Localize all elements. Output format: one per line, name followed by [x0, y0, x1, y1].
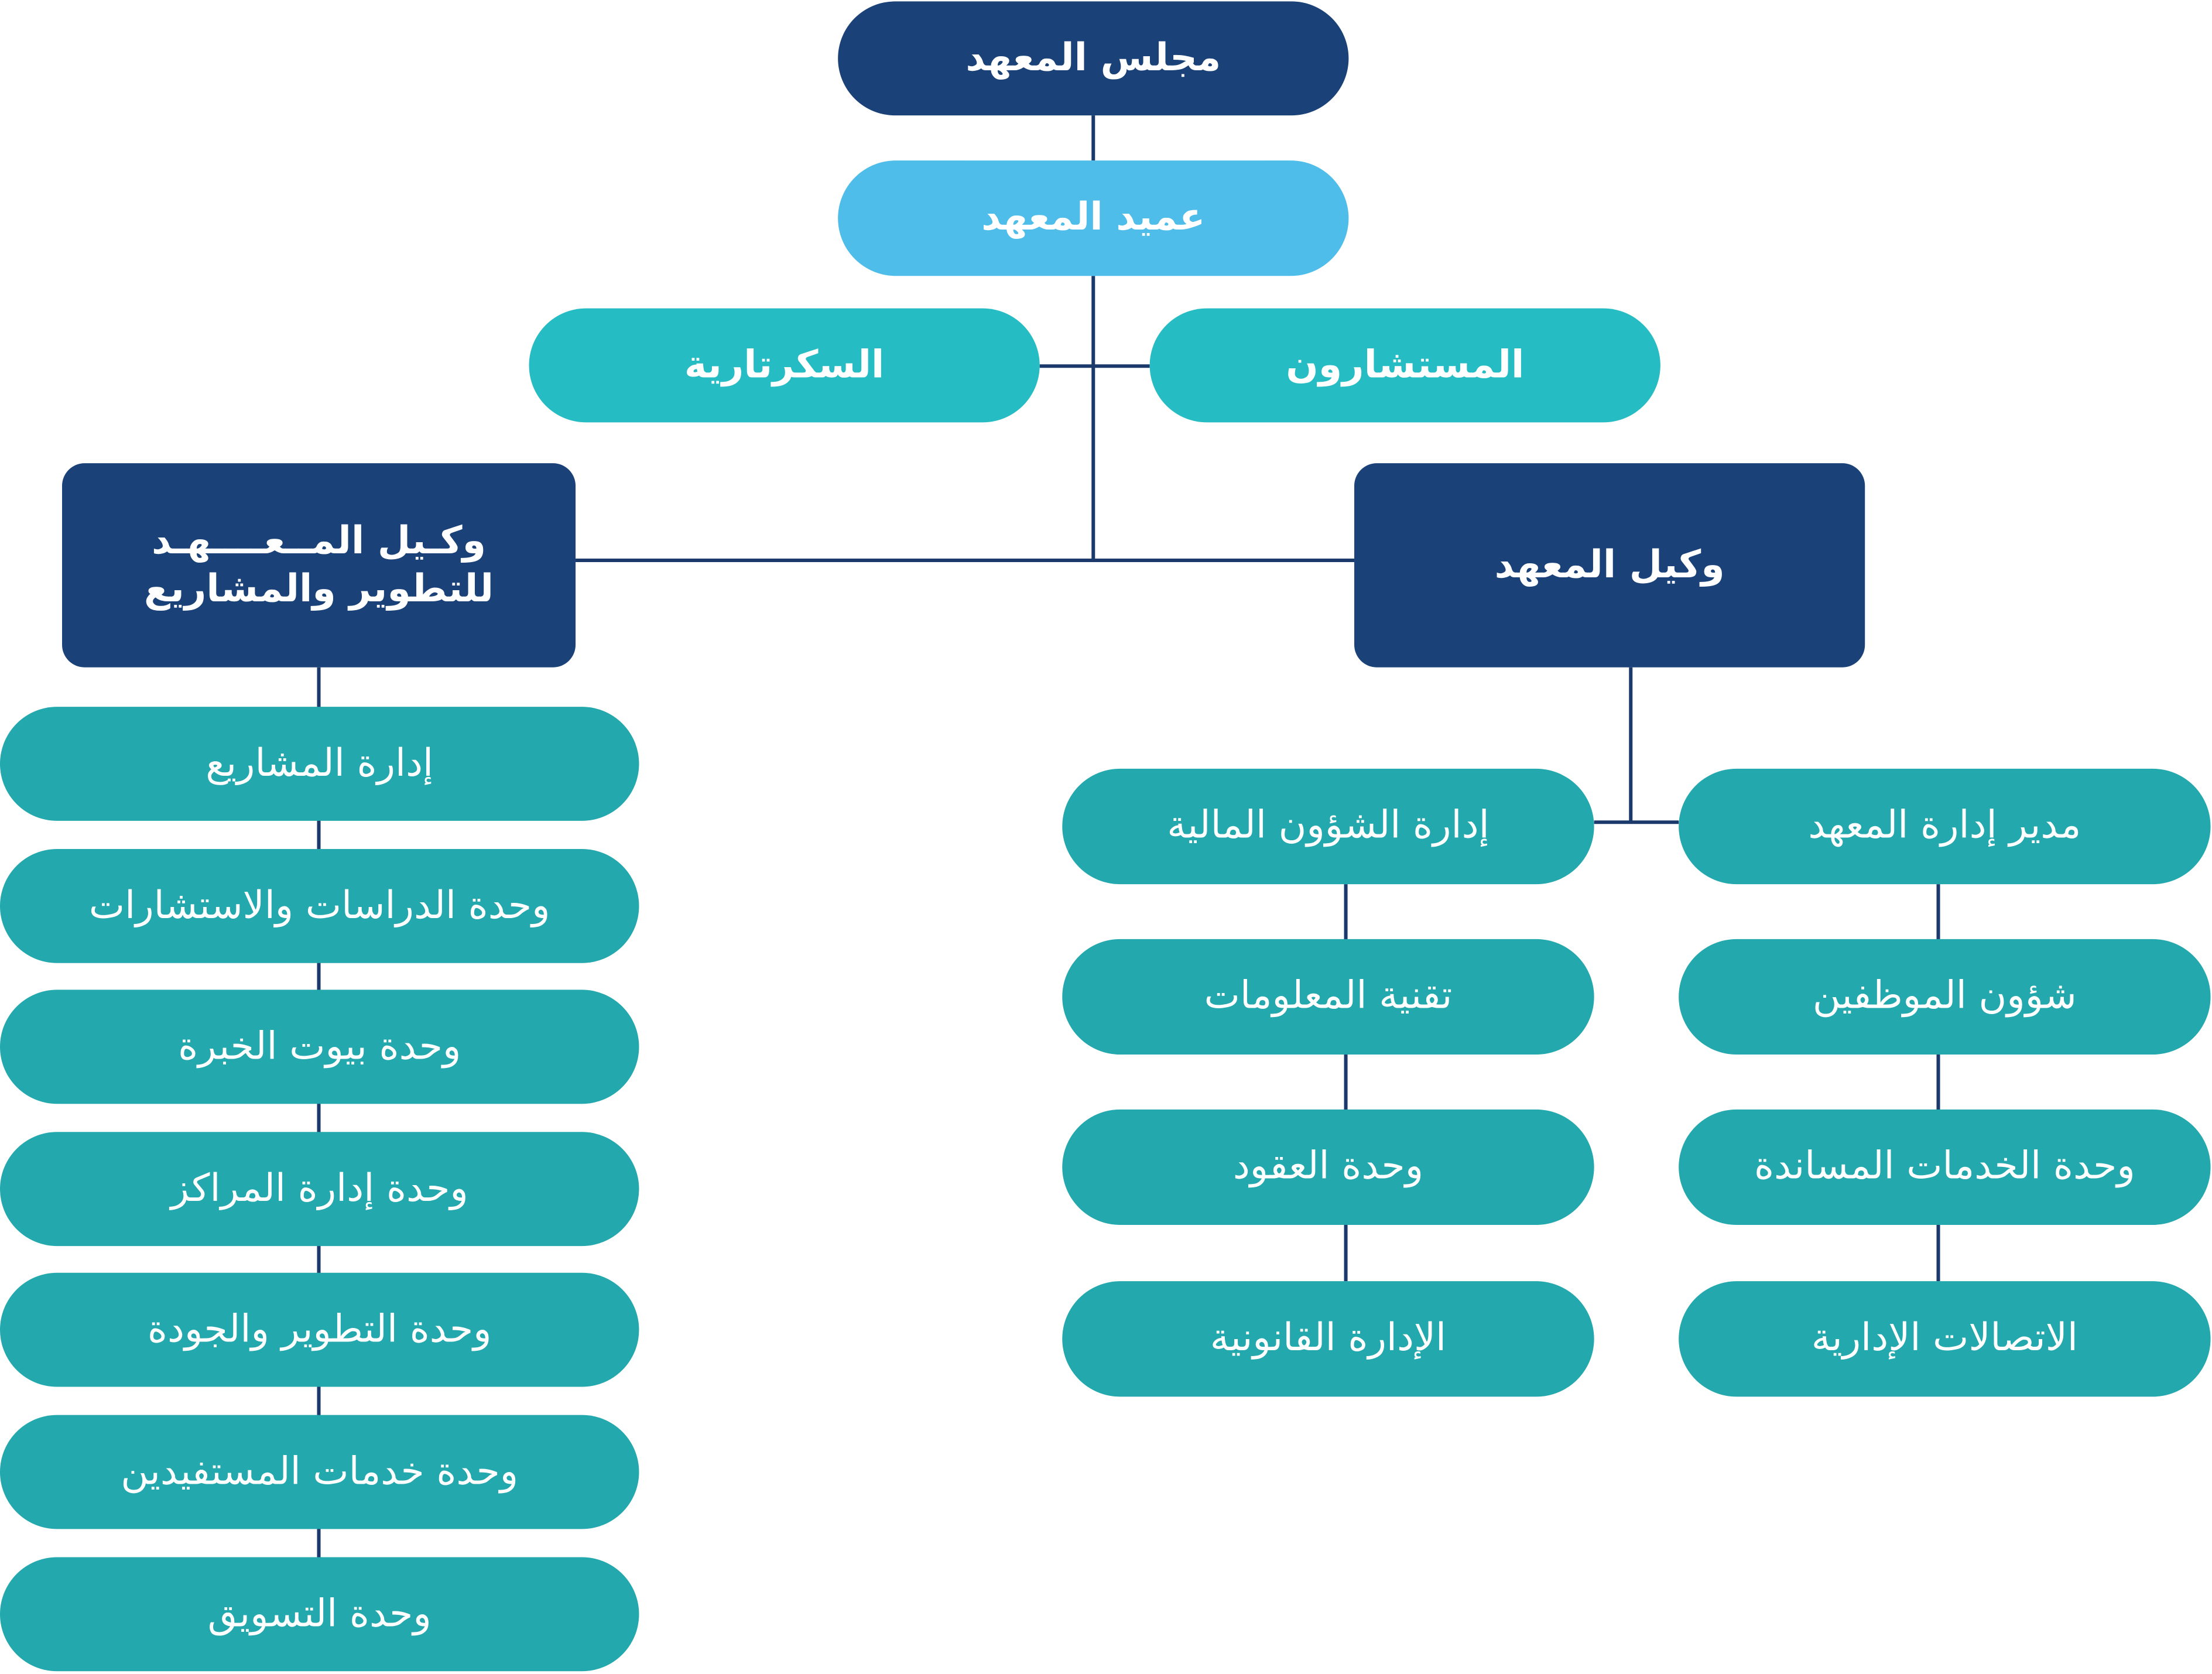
beneficiary-services-label: وحدة خدمات المستفيدين [121, 1449, 519, 1494]
information-technology-label: تقنية المعلومات [1204, 974, 1453, 1018]
admin-communications-label: الاتصالات الإدارية [1811, 1316, 2078, 1361]
staff-affairs-label: شؤون الموظفين [1812, 974, 2077, 1018]
vice-dean-projects-label-line-1: وكـيل المــعــــهـد [152, 519, 487, 563]
board-node: مجلس المعهد [838, 1, 1349, 116]
information-technology-node: تقنية المعلومات [1062, 939, 1594, 1055]
secretariat-node: السكرتارية [529, 308, 1040, 423]
advisors-label: المستشارون [1286, 343, 1525, 387]
centers-management-label: وحدة إدارة المراكز [170, 1166, 468, 1211]
marketing-unit-label: وحدة التسويق [207, 1591, 432, 1636]
projects-management-label: إدارة المشاريع [206, 741, 434, 785]
development-quality-label: وحدة التطوير والجودة [147, 1307, 492, 1351]
board-label: مجلس المعهد [965, 36, 1221, 80]
vice-dean-projects-node: وكـيل المــعــــهـد للتطوير والمشاريع [62, 463, 576, 667]
projects-management-node: إدارة المشاريع [0, 707, 639, 821]
dean-node: عميد المعهد [838, 160, 1349, 276]
financial-affairs-node: إدارة الشؤون المالية [1062, 768, 1594, 885]
support-services-label: وحدة الخدمات المساندة [1754, 1145, 2135, 1189]
legal-department-label: الإدارة القانونية [1210, 1316, 1447, 1361]
support-services-node: وحدة الخدمات المساندة [1679, 1109, 2211, 1225]
contracts-unit-label: وحدة العقود [1232, 1145, 1424, 1189]
expertise-houses-node: وحدة بيوت الخبرة [0, 990, 639, 1104]
advisors-node: المستشارون [1149, 308, 1660, 423]
dean-label: عميد المعهد [981, 196, 1206, 240]
vice-dean-projects-label-line-2: للتطوير والمشاريع [144, 566, 494, 611]
vice-dean-label: وكيل المعهد [1494, 543, 1725, 587]
staff-affairs-node: شؤون الموظفين [1679, 939, 2211, 1055]
admin-director-node: مدير إدارة المعهد [1679, 768, 2211, 885]
legal-department-node: الإدارة القانونية [1062, 1281, 1594, 1397]
vice-dean-node: وكيل المعهد [1354, 463, 1865, 667]
admin-communications-node: الاتصالات الإدارية [1679, 1281, 2211, 1397]
financial-affairs-label: إدارة الشؤون المالية [1167, 804, 1489, 848]
development-quality-node: وحدة التطوير والجودة [0, 1272, 639, 1387]
expertise-houses-label: وحدة بيوت الخبرة [178, 1024, 461, 1069]
centers-management-node: وحدة إدارة المراكز [0, 1132, 639, 1247]
secretariat-label: السكرتارية [684, 343, 885, 387]
marketing-unit-node: وحدة التسويق [0, 1557, 639, 1672]
contracts-unit-node: وحدة العقود [1062, 1109, 1594, 1225]
beneficiary-services-node: وحدة خدمات المستفيدين [0, 1415, 639, 1529]
studies-consulting-node: وحدة الدراسات والاستشارات [0, 848, 639, 963]
admin-director-label: مدير إدارة المعهد [1808, 804, 2081, 848]
studies-consulting-label: وحدة الدراسات والاستشارات [88, 884, 550, 927]
